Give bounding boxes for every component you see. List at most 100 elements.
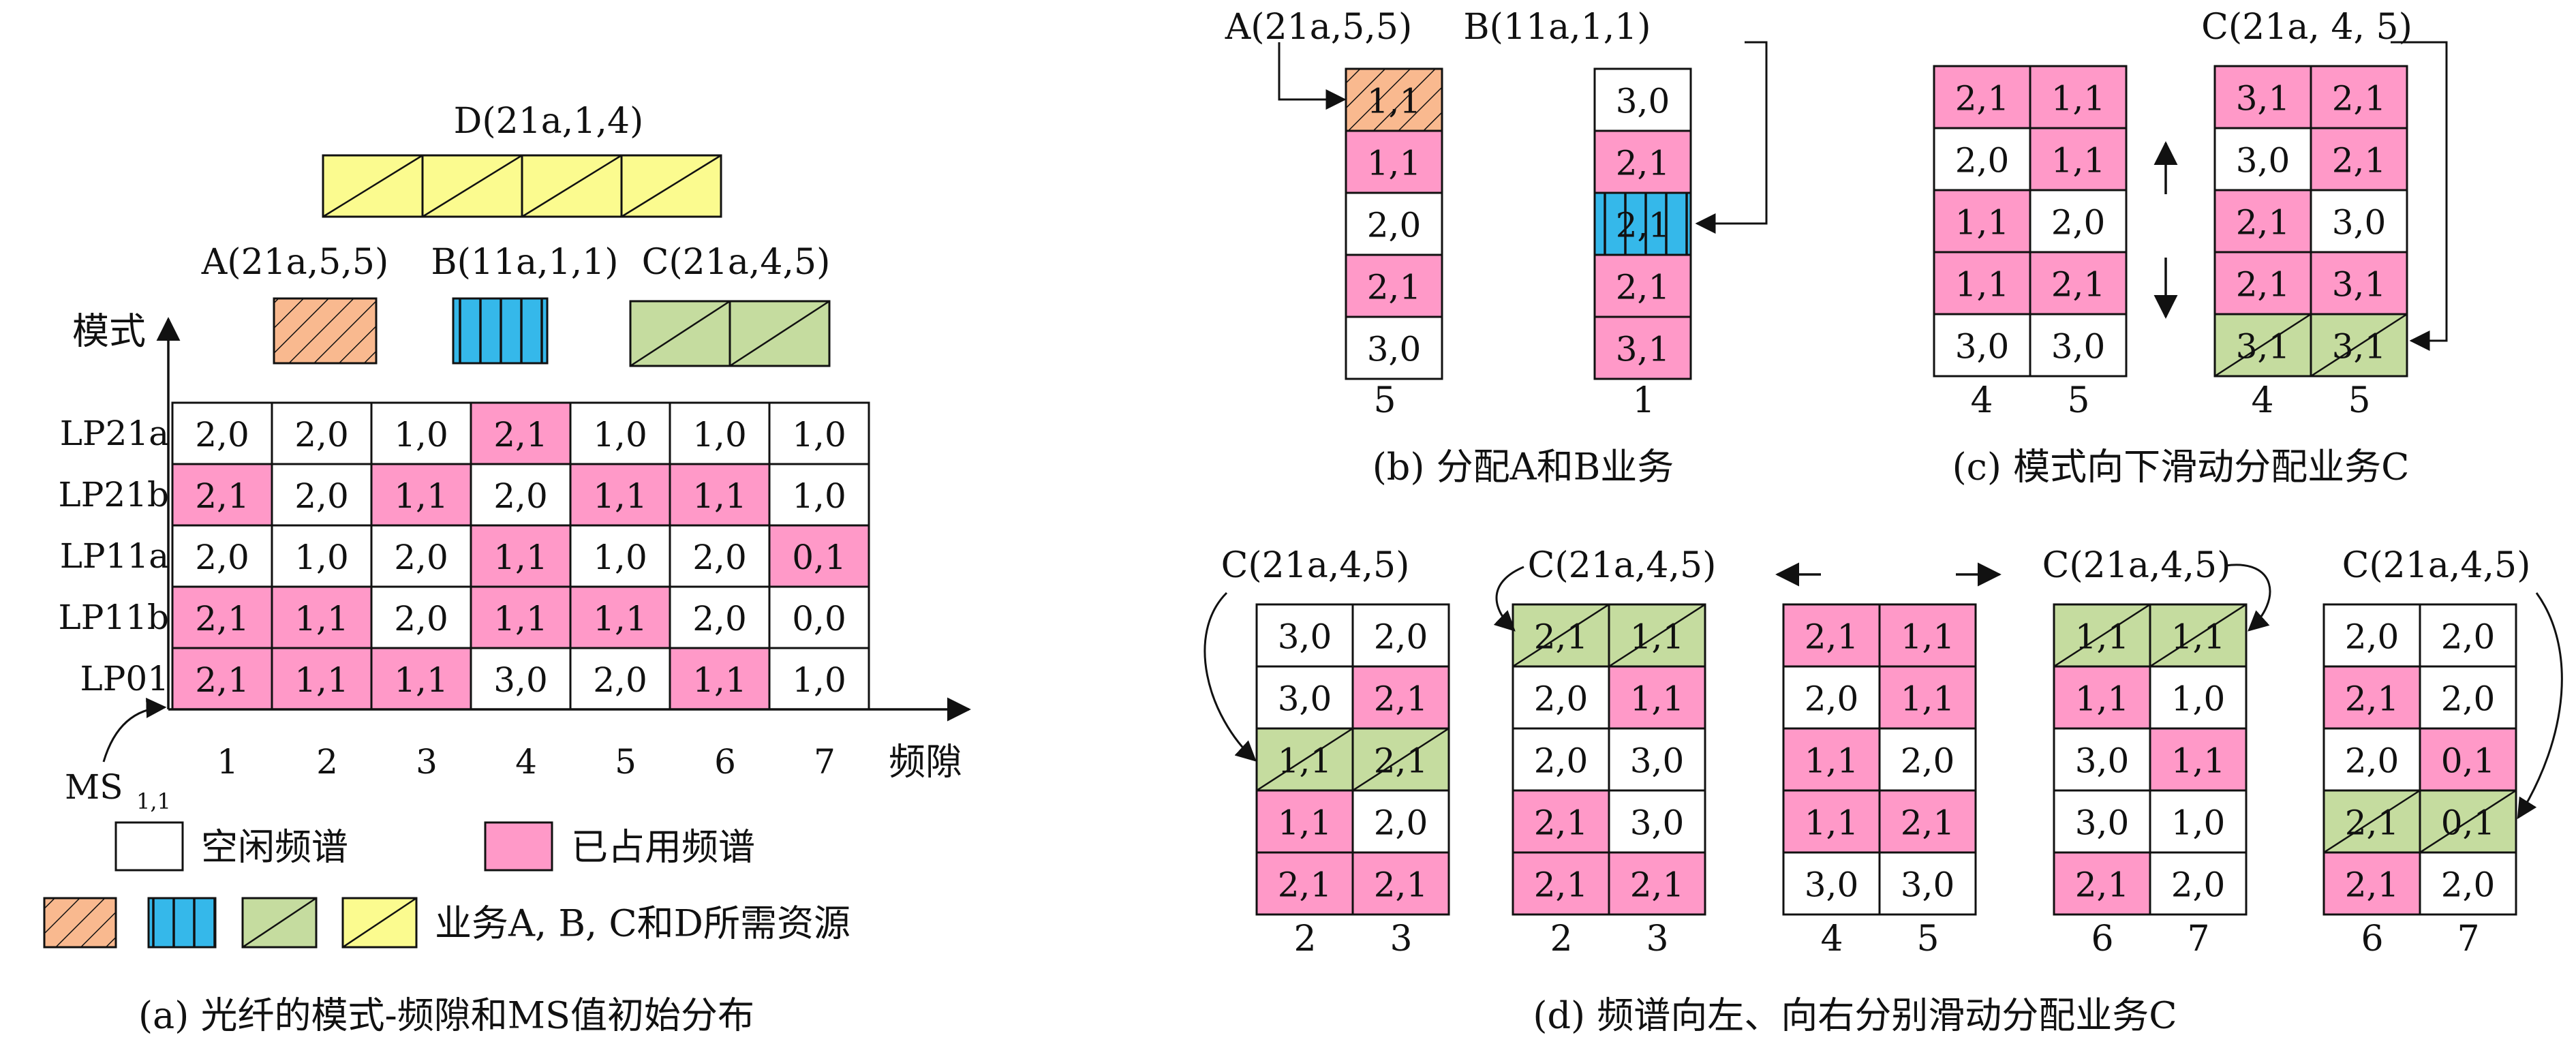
- cell-rect: [1512, 789, 1610, 854]
- service-b-label: B(11a,1,1): [431, 242, 618, 283]
- grid-cell: 2,1: [1512, 603, 1610, 668]
- grid-cell: 1,1: [370, 463, 472, 527]
- grid-cell: 2,1: [1593, 129, 1692, 194]
- cell-value: 2,0: [294, 415, 349, 455]
- cell-value: 2,1: [1805, 617, 1859, 657]
- grid-cell: 1,0: [768, 401, 870, 465]
- cell-rect: [1593, 129, 1692, 194]
- cell-value: 1,1: [593, 476, 647, 516]
- column-label: 1: [217, 742, 239, 782]
- grid-cell: 2,0: [1512, 727, 1610, 792]
- grid-cell: 2,1: [171, 647, 273, 711]
- cell-rect: [271, 585, 373, 649]
- arrow-d5: [2517, 592, 2563, 820]
- grid-cell: 2,1: [1351, 665, 1450, 730]
- grid-cell: 1,1: [1608, 603, 1706, 668]
- cell-value: 1,1: [1805, 803, 1859, 843]
- grid-cell: 2,1: [2310, 65, 2408, 129]
- cell-rect: [569, 463, 671, 527]
- cell-value: 2,1: [2236, 203, 2290, 243]
- grid-cell: 2,1: [2322, 789, 2421, 854]
- cell-value: 2,1: [1630, 865, 1685, 905]
- grid-cell: 2,1: [1351, 851, 1450, 916]
- cell-rect: [1933, 189, 2031, 253]
- cell-rect: [1933, 65, 2031, 129]
- cell-value: 1,1: [2075, 617, 2130, 657]
- cell-rect: [370, 647, 472, 711]
- cell-value: 3,1: [2332, 327, 2387, 367]
- cell-value: 2,1: [2345, 679, 2399, 719]
- grid-cell: 2,1: [171, 463, 273, 527]
- cell-value: 2,0: [2441, 679, 2496, 719]
- cell-value: 2,1: [2345, 803, 2399, 843]
- row-label: LP21b: [59, 475, 169, 514]
- legend-d-diagonal: [342, 897, 417, 949]
- cell-value: 1,1: [1367, 82, 1422, 121]
- legend-services-label: 业务A, B, C和D所需资源: [435, 902, 850, 945]
- service-c-diagonal: [630, 300, 731, 367]
- grid-cell: 1,1: [470, 585, 572, 649]
- grid-cell: 1,1: [2029, 127, 2128, 191]
- service-b-label: B(11a,1,1): [1463, 7, 1651, 48]
- grid-cell: 2,0: [1512, 665, 1610, 730]
- grid-cell: 1,1: [2053, 603, 2151, 668]
- grid-cell: 2,1: [2310, 127, 2408, 191]
- cell-rect: [1782, 851, 1881, 916]
- cell-rect: [2149, 789, 2248, 854]
- cell-value: 1,0: [792, 415, 846, 455]
- cell-rect: [2149, 851, 2248, 916]
- grid-cell: 1,1: [2149, 727, 2248, 792]
- cell-rect: [2322, 851, 2421, 916]
- cell-value: 3,0: [1630, 803, 1685, 843]
- cell-rect: [271, 524, 373, 588]
- cell-value: 1,1: [2051, 79, 2106, 119]
- service-d-diagonal: [422, 154, 523, 218]
- grid-cell: 1,1: [1878, 665, 1977, 730]
- grid-cell: 2,1: [2213, 189, 2312, 253]
- grid-cell: 2,0: [370, 585, 472, 649]
- grid-cell: 2,0: [669, 524, 771, 588]
- cell-rect: [1782, 603, 1881, 668]
- grid-cell: 2,0: [2419, 851, 2517, 916]
- arrow-b: [1695, 41, 1768, 234]
- cell-value: 3,0: [1630, 741, 1685, 781]
- legend-b-swatch: [147, 897, 217, 949]
- grid-cell: 2,1: [1608, 851, 1706, 916]
- cell-value: 0,1: [2441, 741, 2496, 781]
- cell-rect: [669, 401, 771, 465]
- cell-rect: [2310, 189, 2408, 253]
- column-label: 6: [714, 742, 736, 782]
- cell-value: 2,1: [1374, 679, 1428, 719]
- cell-value: 2,0: [1805, 679, 1859, 719]
- cell-value: 2,0: [1534, 679, 1589, 719]
- cell-rect: [1608, 851, 1706, 916]
- cell-value: 1,1: [692, 476, 747, 516]
- slot-label: 5: [2067, 380, 2089, 421]
- cell-rect: [768, 463, 870, 527]
- grid-cell: 1,0: [768, 463, 870, 527]
- legend-occupied-label: 已占用频谱: [571, 826, 755, 869]
- cell-value: 2,0: [2051, 203, 2106, 243]
- grid-cell: 1,1: [271, 585, 373, 649]
- panel-b: A(21a,5,5)1,11,12,02,13,05B(11a,1,1)3,02…: [1225, 7, 1768, 489]
- grid-cell: 3,0: [2029, 313, 2128, 378]
- cell-rect: [271, 401, 373, 465]
- cell-value: 1,0: [792, 660, 846, 700]
- cell-value: 3,1: [2236, 79, 2290, 119]
- grid-cell: 3,0: [1345, 316, 1443, 380]
- row-label: LP11b: [59, 598, 169, 637]
- cell-rect: [1351, 665, 1450, 730]
- grid-cell: 2,1: [1512, 789, 1610, 854]
- cell-value: 2,0: [195, 415, 249, 455]
- grid-cell: 2,1: [171, 585, 273, 649]
- slot-label: 3: [1390, 919, 1412, 959]
- cell-rect: [2419, 727, 2517, 792]
- service-c-label: C(21a, 4, 5): [2201, 7, 2412, 48]
- grid-cell: 3,0: [1933, 313, 2031, 378]
